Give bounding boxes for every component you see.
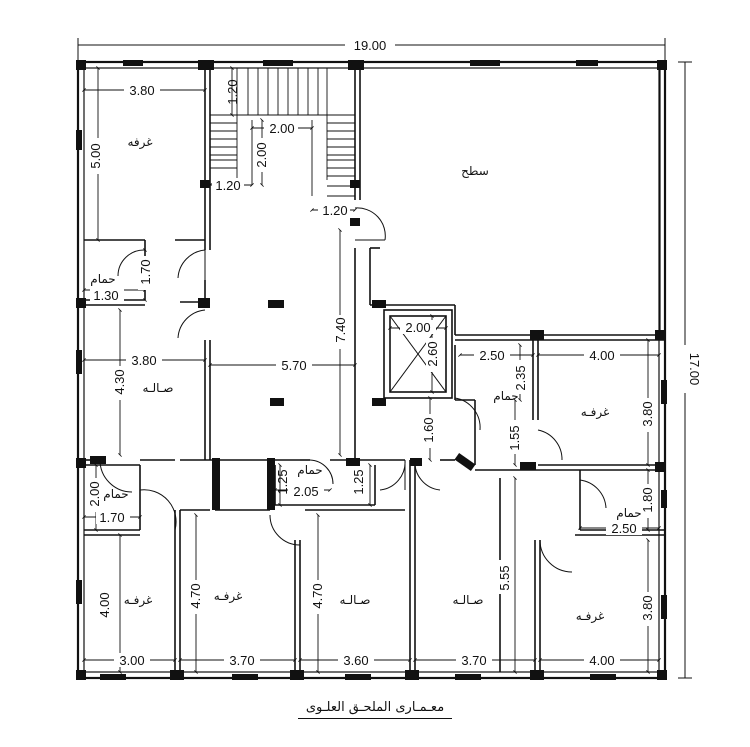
dim-1-70-h: 1.70 (99, 510, 124, 525)
door-swings (99, 207, 607, 573)
dim-4-70-b: 4.70 (310, 583, 325, 608)
room-labels: غرفه سطح صـالـه غرفـه غرفـه غرفـه صـالـه… (90, 135, 641, 624)
dim-1-25-b: 1.25 (351, 469, 366, 494)
dim-5-00: 5.00 (88, 143, 103, 168)
dim-2-00-stair-v: 2.00 (254, 142, 269, 167)
dim-2-60: 2.60 (425, 341, 440, 366)
dim-overall-width: 19.00 (354, 38, 387, 53)
dim-7-40: 7.40 (333, 317, 348, 342)
dim-2-00-stair: 2.00 (269, 121, 294, 136)
dimension-texts: 3.80 5.00 1.20 2.00 2.00 1.20 1.20 1.70 … (87, 79, 655, 668)
dim-1-55: 1.55 (507, 425, 522, 450)
dim-1-25-a: 1.25 (275, 469, 290, 494)
label-room-bottom-2: غرفـه (214, 589, 243, 604)
dim-1-30: 1.30 (93, 288, 118, 303)
label-hall-left: صـالـه (143, 381, 174, 395)
columns (76, 60, 667, 680)
label-room-top-left: غرفه (127, 135, 152, 150)
label-hall-bottom-2: صـالـه (453, 593, 484, 607)
label-bath-right-mid: حمام (493, 389, 518, 403)
dim-4-30: 4.30 (112, 369, 127, 394)
plan-caption: معـمـارى الملحـق العلـوى (0, 700, 750, 719)
dim-1-20-stair-left: 1.20 (215, 178, 240, 193)
dim-1-80: 1.80 (640, 487, 655, 512)
dim-1-20-stair-right: 1.20 (322, 203, 347, 218)
dim-overall-height: 17.00 (687, 353, 702, 386)
label-bath-left-mid: حمام (103, 487, 128, 501)
dim-3-60: 3.60 (343, 653, 368, 668)
label-room-bottom-right: غرفـه (576, 609, 605, 624)
dim-5-55: 5.55 (497, 565, 512, 590)
dim-3-80-top: 3.80 (129, 83, 154, 98)
dim-3-70-a: 3.70 (229, 653, 254, 668)
dim-4-00-top: 4.00 (589, 348, 614, 363)
dim-2-50-top: 2.50 (479, 348, 504, 363)
staircase (210, 68, 355, 197)
dim-3-80-hall: 3.80 (131, 353, 156, 368)
dim-3-70-b: 3.70 (461, 653, 486, 668)
dim-3-80-br: 3.80 (640, 595, 655, 620)
label-bath-left-top: حمام (90, 272, 115, 286)
dim-2-35: 2.35 (513, 365, 528, 390)
dim-5-70: 5.70 (281, 358, 306, 373)
plan-caption-text: معـمـارى الملحـق العلـوى (297, 700, 453, 719)
label-bath-center: حمام (297, 463, 322, 477)
label-bath-right-low: حمام (616, 506, 641, 520)
dim-2-05: 2.05 (293, 484, 318, 499)
outer-walls (76, 60, 667, 680)
dim-2-50-low: 2.50 (611, 521, 636, 536)
dim-1-70-v: 1.70 (138, 259, 153, 284)
label-room-right-mid: غرفـه (581, 405, 610, 420)
dim-4-70-a: 4.70 (188, 583, 203, 608)
dim-2-00-bath: 2.00 (87, 481, 102, 506)
dim-1-20-stair-top: 1.20 (225, 79, 240, 104)
interior-walls (84, 68, 665, 672)
dim-4-00-v: 4.00 (97, 592, 112, 617)
dim-1-60: 1.60 (421, 417, 436, 442)
dim-2-00-shaft: 2.00 (405, 320, 430, 335)
dimension-lines (82, 66, 661, 674)
dim-3-00: 3.00 (119, 653, 144, 668)
label-room-bottom-1: غرفـه (124, 593, 153, 608)
label-hall-bottom-1: صـالـه (340, 593, 371, 607)
label-roof: سطح (461, 164, 489, 178)
dim-4-00-bottom: 4.00 (589, 653, 614, 668)
dim-3-80-right: 3.80 (640, 401, 655, 426)
